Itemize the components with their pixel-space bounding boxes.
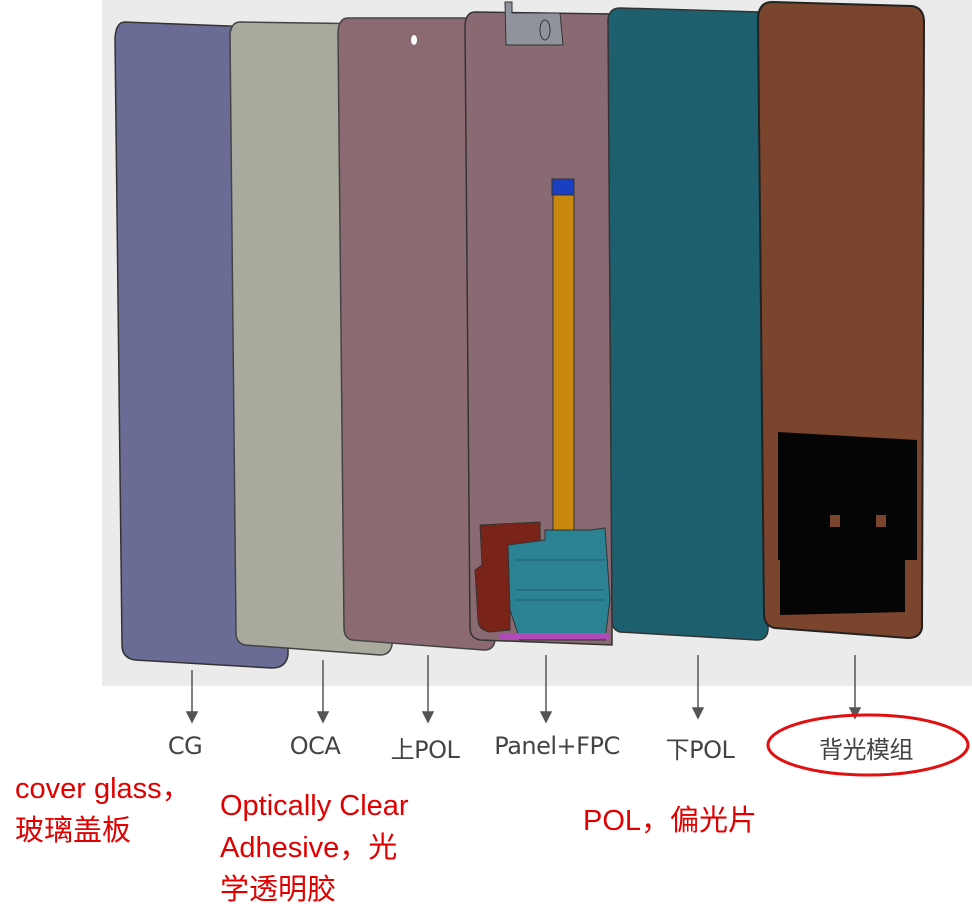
label-arrows: [185, 655, 862, 724]
highlight-circle: [766, 713, 970, 777]
sheet-cutout: [876, 515, 886, 527]
pol-annotation: POL，偏光片: [583, 805, 758, 837]
camera-hole: [411, 35, 417, 45]
fpc-connector: [551, 178, 575, 196]
label-oca: OCA: [289, 732, 341, 760]
label-panel-fpc: Panel+FPC: [494, 732, 620, 760]
panel-bracket: [504, 1, 564, 46]
sheet-cutout: [830, 515, 840, 527]
cg-annotation-line1: cover glass，: [15, 773, 191, 805]
bracket-hole: [539, 19, 551, 41]
label-lower-pol: 下POL: [665, 736, 735, 764]
cg-annotation-line2: 玻璃盖板: [15, 815, 132, 847]
label-backlight: 背光模组: [819, 736, 914, 764]
panel-layer: [464, 11, 613, 646]
oca-annotation-line1: Optically Clear: [220, 790, 409, 822]
lower-pol-layer: [607, 7, 771, 641]
oca-annotation-line3: 学透明胶: [220, 874, 337, 906]
fpc-flex: [552, 194, 575, 536]
fpc-base: [507, 527, 611, 641]
label-cg: CG: [167, 732, 203, 760]
label-upper-pol: 上POL: [390, 736, 460, 764]
oca-annotation-line2: Adhesive，光: [220, 832, 398, 864]
backlight-black-sheet: [778, 432, 917, 615]
panel-strip: [500, 633, 610, 639]
